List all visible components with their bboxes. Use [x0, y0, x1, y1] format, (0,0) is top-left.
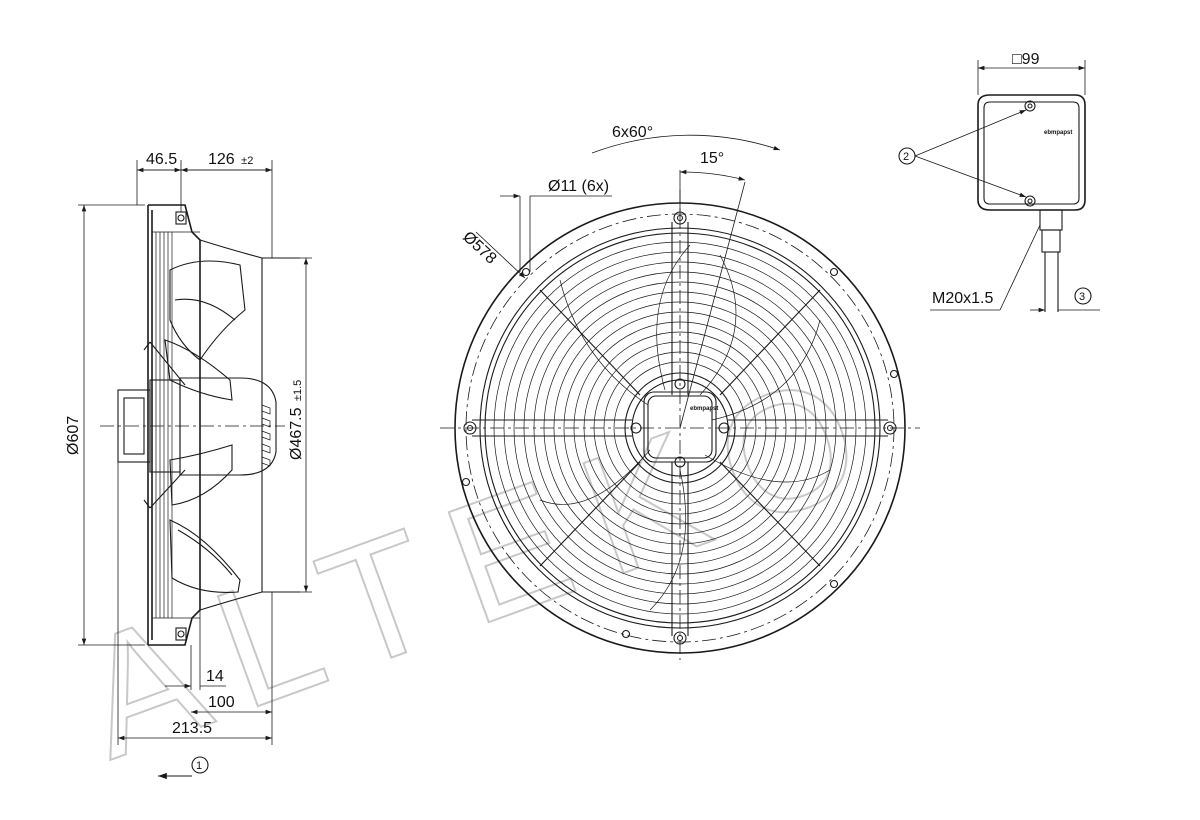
dim-line-578 — [475, 231, 526, 279]
dim-126: 126 — [208, 151, 235, 168]
arc-6x60 — [591, 134, 781, 154]
marker-3-circle — [1074, 287, 1092, 305]
flange-holes — [461, 267, 899, 639]
marker-2: 2 — [903, 151, 909, 163]
dim-gland: M20x1.5 — [932, 290, 993, 307]
rotor-cup — [179, 377, 277, 476]
support-strut-bottom — [143, 469, 186, 509]
cable-gland — [1039, 209, 1063, 231]
bolt-bottom — [175, 627, 187, 641]
guard-spokes — [472, 222, 888, 636]
lid-screw-top — [1024, 100, 1036, 112]
side-guard-wires — [152, 231, 200, 619]
terminal-box-outline — [977, 94, 1086, 211]
airflow-marker: 1 — [196, 760, 202, 772]
dim-126-tol: ±2 — [241, 155, 253, 167]
dim-15: 15° — [700, 150, 724, 167]
nozzle-ring — [199, 239, 263, 611]
leader-gland — [999, 224, 1041, 311]
box-brand-logo: ebmpapst — [1044, 130, 1072, 136]
svg-text:Ø467.5 ±1.5: Ø467.5 ±1.5 — [288, 380, 305, 460]
dim-99: □99 — [1012, 51, 1040, 68]
side-view: Ø607 Ø467.5 ±1.5 46.5 126 ±2 14 100 2 — [65, 151, 312, 780]
leader-2-bottom — [914, 155, 1027, 198]
dim-6x60: 6x60° — [612, 124, 653, 141]
marker-3: 3 — [1079, 291, 1085, 303]
front-view: ebmpapst 6x60° 15° Ø11 (6x) Ø578 — [440, 124, 920, 660]
impeller-blades — [164, 260, 246, 593]
dim-46: 46.5 — [146, 151, 177, 168]
dim-213: 213.5 — [172, 720, 212, 737]
airflow-marker-circle — [191, 756, 209, 774]
hub-brand-logo: ebmpapst — [690, 406, 718, 412]
dim-100: 100 — [208, 694, 235, 711]
dim-607: Ø607 — [65, 416, 82, 455]
bolt-bottom-head — [177, 630, 185, 638]
bolt-top-head — [177, 214, 185, 222]
svg-text:126 ±2: 126 ±2 — [208, 151, 253, 168]
dim-hole: Ø11 (6x) — [548, 178, 609, 195]
dim-467-tol: ±1.5 — [292, 380, 304, 401]
rotor-fins — [261, 404, 271, 467]
dim-14: 14 — [206, 668, 224, 685]
arc-15 — [679, 169, 746, 181]
lid-screw-bottom — [1024, 195, 1036, 207]
terminal-box-detail: ebmpapst □99 2 M20x1.5 3 — [898, 51, 1100, 313]
support-strut-top — [143, 341, 186, 386]
dim-467: Ø467.5 — [288, 407, 305, 460]
leader-2-top — [914, 109, 1027, 157]
